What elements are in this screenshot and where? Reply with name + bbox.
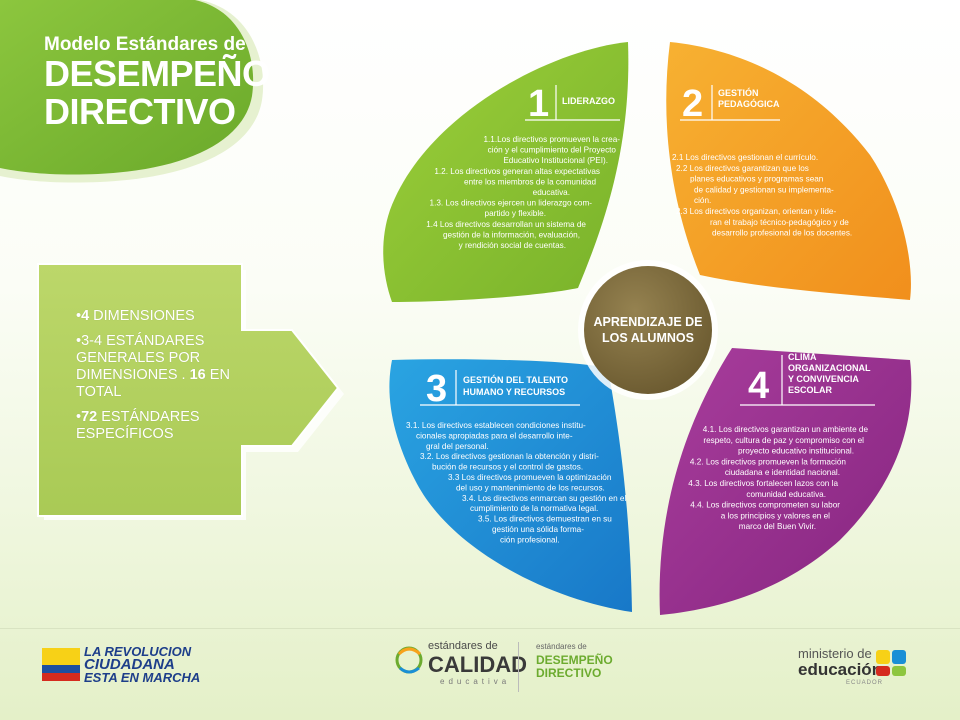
petal-1-text-line: 1.1.Los directivos promueven la crea- [483, 135, 620, 144]
petal-2-heading-1: GESTIÓN [718, 87, 759, 98]
petal-4-text-line: 4.4. Los directivos comprometen su labor [690, 501, 840, 510]
petal-3-text-line: bución de recursos y el control de gasto… [432, 463, 583, 472]
petal-2-heading-2: PEDAGÓGICA [718, 98, 780, 109]
ministerio-logo-line2: educación [798, 660, 883, 679]
petal-4-text-line: a los principios y valores en el [721, 511, 830, 520]
petal-2-content: 2 GESTIÓN PEDAGÓGICA 2.1 Los directivos … [672, 83, 852, 238]
bullet-standards-specific: •72 ESTÁNDARES ESPECÍFICOS [76, 409, 200, 442]
petal-2-text-line: ción. [694, 196, 711, 205]
petal-1-heading: LIDERAZGO [562, 96, 615, 106]
petal-3-text-line: 3.1. Los directivos establecen condicion… [406, 421, 586, 430]
petal-4-text-line: 4.2. Los directivos promueven la formaci… [690, 457, 847, 466]
petal-2-text-line: desarrollo profesional de los docentes. [712, 229, 852, 238]
petal-gestion-pedagogica [666, 42, 911, 300]
petal-3-heading-2: HUMANO Y RECURSOS [463, 387, 565, 397]
petal-3-content: 3 GESTIÓN DEL TALENTO HUMANO Y RECURSOS … [406, 368, 626, 544]
ministerio-logo-icon [876, 650, 906, 676]
ministerio-logo-line1: ministerio de [798, 646, 872, 661]
bullet-dimensions: •4 DIMENSIONES [76, 308, 195, 324]
petal-4-heading-1: CLIMA [788, 352, 817, 362]
petal-3-number: 3 [426, 368, 447, 410]
petal-2-text-line: 2.2 Los directivos garantizan que los [676, 164, 809, 173]
petal-4-text-line: comunidad educativa. [746, 490, 826, 499]
petal-3-text-line: cionales apropiadas para el desarrollo i… [416, 431, 573, 440]
petal-3-text-line: ción profesional. [500, 535, 560, 544]
petal-1-text-line: y rendición social de cuentas. [459, 241, 566, 250]
dimensions-diagram: APRENDIZAJE DE LOS ALUMNOS 1 LIDERAZGO 1… [383, 42, 912, 615]
petal-2-text-line: ran el trabajo técnico-pedagógico y de [710, 218, 849, 227]
summary-bullets: •4 DIMENSIONES •3-4 ESTÁNDARES GENERALES… [76, 308, 236, 451]
petal-clima-organizacional [659, 348, 912, 615]
petal-3-text-line: 3.4. Los directivos enmarcan su gestión … [462, 494, 626, 503]
petal-4-content: 4 CLIMA ORGANIZACIONAL Y CONVIVENCIA ESC… [688, 352, 875, 531]
calidad-logo-line1: estándares de [428, 640, 498, 652]
petal-4-text-line: respeto, cultura de paz y compromiso con… [703, 436, 864, 445]
title-main-line1: DESEMPEÑO [44, 53, 270, 94]
petal-1-text-line: entre los miembros de la comunidad [464, 177, 596, 186]
petal-1-text-line: 1.3. Los directivos ejercen un liderazgo… [430, 199, 593, 208]
petal-2-text-line: 2.3 Los directivos organizan, orientan y… [676, 207, 836, 216]
title-background [0, 0, 264, 183]
petal-3-text-line: 3.5. Los directivos demuestran en su [478, 515, 612, 524]
footer-logo-separator [518, 642, 519, 692]
petal-4-text-line: ciudadana e identidad nacional. [725, 468, 840, 477]
petal-2-text-line: planes educativos y programas sean [690, 175, 824, 184]
petal-4-text-line: 4.1. Los directivos garantizan un ambien… [703, 425, 869, 434]
petal-1-content: 1 LIDERAZGO 1.1.Los directivos promueven… [426, 83, 620, 250]
petal-3-text-line: gral del personal. [426, 442, 489, 451]
petal-4-text-line: marco del Buen Vivir. [739, 522, 816, 531]
petal-gestion-talento [389, 359, 632, 612]
petal-1-text-line: gestión de la información, evaluación, [443, 230, 580, 239]
petal-3-text-line: cumplimiento de la normativa legal. [470, 504, 598, 513]
petal-1-text-line: 1.4 Los directivos desarrollan un sistem… [426, 220, 586, 229]
petal-1-text-line: ción y el cumplimiento del Proyecto [488, 146, 617, 155]
petal-3-text-line: 3.3 Los directivos promueven la optimiza… [448, 473, 612, 482]
petal-3-text-line: gestión una sólida forma- [492, 525, 584, 534]
petal-1-number: 1 [528, 83, 549, 125]
title-main-line2: DIRECTIVO [44, 91, 236, 132]
petal-2-text-line: de calidad y gestionan su implementa- [694, 185, 834, 194]
title-subtitle: Modelo Estándares de [44, 34, 246, 55]
calidad-logo-line3: educativa [440, 677, 511, 686]
summary-arrow-box [37, 263, 344, 520]
petal-4-heading-4: ESCOLAR [788, 385, 833, 395]
center-label-2: LOS ALUMNOS [602, 331, 694, 345]
bullet-standards-general: •3-4 ESTÁNDARES GENERALES POR DIMENSIONE… [76, 333, 230, 400]
petal-4-text-line: proyecto educativo institucional. [738, 447, 854, 456]
calidad-logo-line2: CALIDAD [428, 652, 527, 677]
petal-4-heading-2: ORGANIZACIONAL [788, 363, 871, 373]
petal-1-text-line: Educativo Institucional (PEI). [503, 156, 608, 165]
ministerio-logo-line3: ECUADOR [846, 680, 884, 686]
petal-4-number: 4 [748, 365, 769, 407]
petal-2-number: 2 [682, 83, 703, 125]
petal-4-text-line: 4.3. Los directivos fortalecen lazos con… [688, 479, 838, 488]
footer-divider [0, 628, 960, 629]
petal-1-text-line: educativa. [533, 188, 570, 197]
center-label-1: APRENDIZAJE DE [593, 315, 702, 329]
petal-liderazgo [383, 42, 629, 302]
petal-1-text-line: partido y flexible. [485, 209, 546, 218]
ecuador-flag-icon [42, 648, 80, 681]
petal-4-heading-3: Y CONVIVENCIA [788, 374, 859, 384]
petal-3-text-line: del uso y mantenimiento de los recursos. [456, 483, 605, 492]
desempeno-logo-line2: DESEMPEÑO DIRECTIVO [536, 653, 613, 680]
petal-1-text-line: 1.2. Los directivos generan altas expect… [434, 167, 600, 176]
petal-2-text-line: 2.1 Los directivos gestionan el currícul… [672, 153, 818, 162]
petal-3-text-line: 3.2. Los directivos gestionan la obtenci… [420, 452, 599, 461]
petal-3-heading-1: GESTIÓN DEL TALENTO [463, 374, 568, 385]
desempeno-logo-line1: estándares de [536, 642, 587, 651]
center-circle [584, 266, 712, 394]
calidad-logo-icon [395, 646, 423, 674]
revolucion-logo: LA REVOLUCION CIUDADANA ESTA EN MARCHA [84, 644, 201, 685]
